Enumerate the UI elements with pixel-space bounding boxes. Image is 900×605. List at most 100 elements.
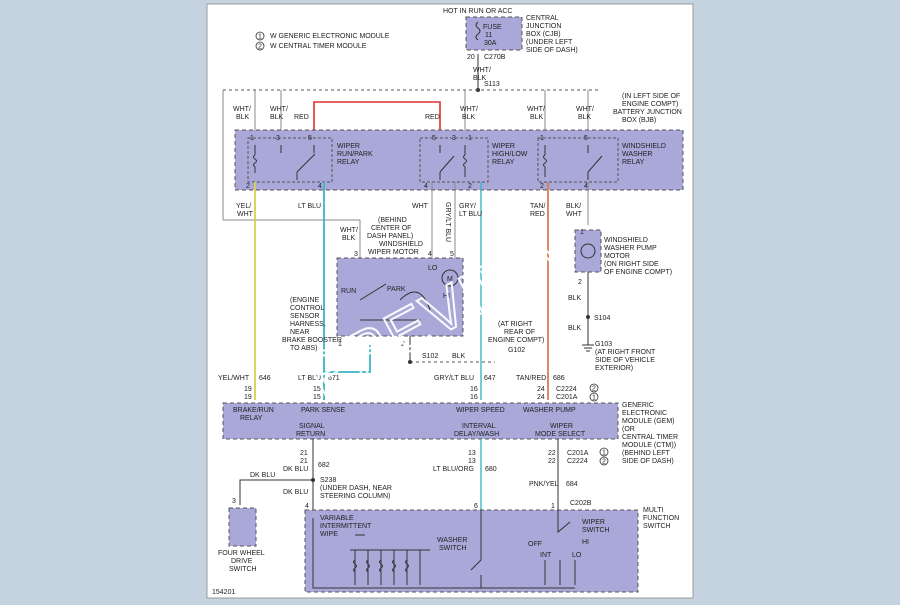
legend-marker-1 bbox=[255, 31, 265, 41]
lower-right-color: PNK/YEL bbox=[529, 481, 559, 488]
hilow-color-1a: WHT/ bbox=[460, 106, 478, 113]
gem-delay-wash: DELAY/WASH bbox=[454, 431, 499, 438]
ecs-2: CONTROL bbox=[290, 305, 324, 312]
fuse-name: FUSE bbox=[483, 24, 502, 31]
fuse-amps: 30A bbox=[484, 40, 497, 47]
bjb-loc-1: (IN LEFT SIDE OF bbox=[622, 93, 680, 100]
motor-pin-4: 4 bbox=[428, 251, 432, 258]
marker-bottom-1-text: 1 bbox=[602, 450, 606, 457]
mfs-wiper-label-1: WIPER bbox=[582, 519, 605, 526]
gem-name-4: (OR bbox=[622, 426, 635, 433]
hilow-name-3: RELAY bbox=[492, 159, 515, 166]
motor-loc-5: WIPER MOTOR bbox=[368, 249, 419, 256]
hilow-name-1: WIPER bbox=[492, 143, 515, 150]
motor-pin-1: 1 bbox=[338, 341, 342, 348]
legend-marker-1-text: 1 bbox=[258, 34, 262, 41]
marker-top-2 bbox=[589, 383, 599, 393]
mid-label-yel: YEL/ bbox=[236, 203, 251, 210]
hilow-coil bbox=[463, 145, 467, 177]
marker-bottom-2-text: 2 bbox=[602, 459, 606, 466]
splice-s104: S104 bbox=[594, 315, 610, 322]
four-wd-name-3: SWITCH bbox=[229, 566, 257, 573]
washer-color-5b: BLK bbox=[578, 114, 592, 121]
pump-box bbox=[574, 229, 602, 273]
mfs-wiper-label-2: SWITCH bbox=[582, 527, 610, 534]
four-wd-name-1: FOUR WHEEL bbox=[218, 550, 265, 557]
lower-mid-pin-b: 13 bbox=[468, 458, 476, 465]
gem-name-7: (BEHIND LEFT bbox=[622, 450, 671, 457]
mid-label-lt-blu: LT BLU bbox=[298, 203, 321, 210]
mfs-lo: LO bbox=[572, 552, 582, 559]
lower-mid-pin-a: 13 bbox=[468, 450, 476, 457]
bjb-loc-3: BATTERY JUNCTION bbox=[613, 109, 682, 116]
mfs-name-2: FUNCTION bbox=[643, 515, 679, 522]
washer-relay-outline bbox=[537, 137, 619, 183]
gem-name-6: MODULE (CTM)) bbox=[622, 442, 676, 449]
motor-symbol bbox=[441, 269, 459, 287]
wiper-run-park-relay: 1 3 5 2 4 WIPER RUN/PARK RELAY bbox=[246, 135, 373, 190]
circuit-647-pin-b: 16 bbox=[470, 394, 478, 401]
mfs-wipe: WIPE bbox=[320, 531, 338, 538]
gem-name-2: ELECTRONIC bbox=[622, 410, 667, 417]
mfs-washer-switch bbox=[470, 510, 482, 588]
red-wire-relay-link bbox=[313, 101, 441, 140]
circuit-671-color: LT BLU bbox=[298, 375, 321, 382]
pump-wire-color-1: BLK bbox=[568, 295, 582, 302]
mfs-hi: HI bbox=[582, 539, 589, 546]
circuit-686-pin-b: 24 bbox=[537, 394, 545, 401]
cjb-box bbox=[465, 16, 523, 51]
washer-pin-2: 2 bbox=[540, 183, 544, 190]
mid-label-wht: WHT bbox=[237, 211, 254, 218]
gem-return: RETURN bbox=[296, 431, 325, 438]
splice-s113: S113 bbox=[484, 81, 500, 88]
circuit-686-num: 686 bbox=[553, 375, 565, 382]
gem-wiper: WIPER bbox=[550, 423, 573, 430]
runpark-pin-1: 1 bbox=[250, 135, 254, 142]
marker-bottom-2 bbox=[599, 456, 609, 466]
washer-switch bbox=[587, 145, 603, 180]
fuse-connector: C270B bbox=[484, 54, 506, 61]
cjb-loc-1: CENTRAL bbox=[526, 15, 559, 22]
washer-pin-1: 1 bbox=[540, 135, 544, 142]
washer-pin-5: 5 bbox=[584, 135, 588, 142]
gem-name-8: SIDE OF DASH) bbox=[622, 458, 674, 465]
cjb-loc-2: JUNCTION bbox=[526, 23, 561, 30]
runpark-color-3b: BLK bbox=[270, 114, 284, 121]
mfs-name-3: SWITCH bbox=[643, 523, 671, 530]
g102-name: G102 bbox=[508, 347, 525, 354]
four-wd-name-2: DRIVE bbox=[231, 558, 253, 565]
gem-name-1: GENERIC bbox=[622, 402, 654, 409]
lower-left-color: DK BLU bbox=[283, 466, 308, 473]
runpark-pin-2: 2 bbox=[246, 183, 250, 190]
hilow-color-1b: BLK bbox=[462, 114, 476, 121]
gem-signal: SIGNAL bbox=[299, 423, 325, 430]
mfs-name-1: MULTI bbox=[643, 507, 664, 514]
lower-left-num: 682 bbox=[318, 462, 330, 469]
lower-right-pin-a: 22 bbox=[548, 450, 556, 457]
pump-wire-color-2: BLK bbox=[568, 325, 582, 332]
runpark-color-3a: WHT/ bbox=[270, 106, 288, 113]
gem-box bbox=[222, 402, 619, 440]
washer-name-1: WINDSHIELD bbox=[622, 143, 666, 150]
mid-label-gry-b: LT BLU bbox=[459, 211, 482, 218]
lower-right-pin-b: 22 bbox=[548, 458, 556, 465]
connector-c2224-bottom: C2224 bbox=[567, 458, 588, 465]
windshield-wiper-motor: 3 4 5 RUN PARK LO M HI 2 1 bbox=[336, 251, 464, 348]
hilow-pin-1: 1 bbox=[468, 135, 472, 142]
runpark-pin-3: 3 bbox=[276, 135, 280, 142]
mfs-switch: SWITCH bbox=[439, 545, 467, 552]
motor-label-m: M bbox=[447, 276, 453, 283]
mid-label-gry-a: GRY/ bbox=[459, 203, 476, 210]
figure-id: 154201 bbox=[212, 589, 235, 596]
mfs-box bbox=[304, 509, 639, 593]
motor-loc-2: CENTER OF bbox=[371, 225, 411, 232]
fuse-pin: 20 bbox=[467, 54, 475, 61]
gem-interval: INTERVAL bbox=[462, 423, 496, 430]
gem-wiper-speed: WIPER SPEED bbox=[456, 407, 505, 414]
runpark-switch bbox=[280, 145, 316, 180]
lower-left-pin-b: 21 bbox=[300, 458, 308, 465]
g102-loc-2: REAR OF bbox=[504, 329, 535, 336]
legend-marker-2-text: 2 bbox=[258, 44, 262, 51]
splice-s102-dot bbox=[408, 360, 412, 364]
motor-pin-2: 2 bbox=[401, 341, 405, 348]
